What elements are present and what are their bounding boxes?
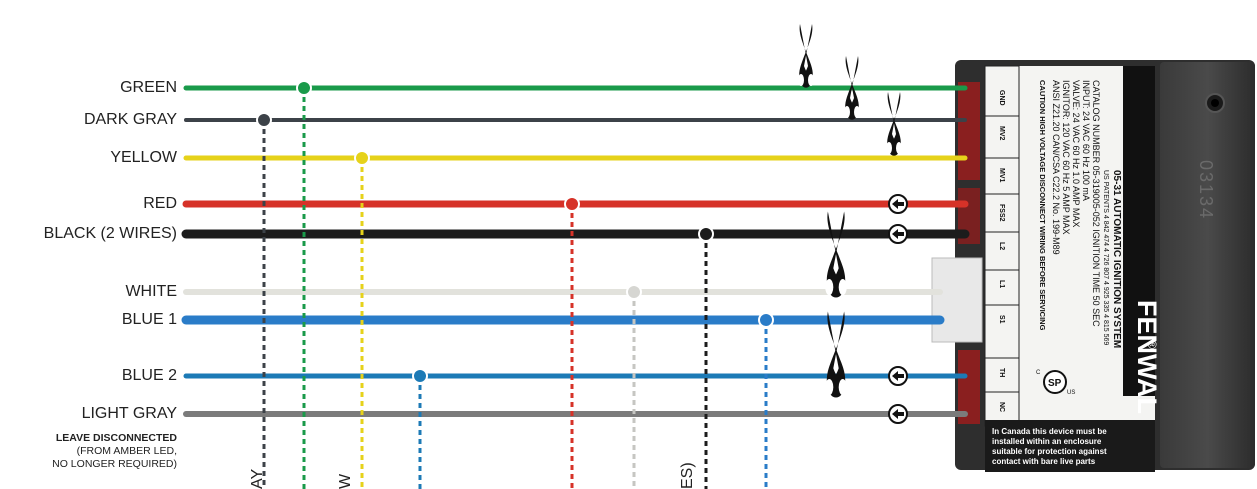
connect-arrow-icon (888, 194, 908, 214)
scissors-cut-icon (825, 211, 847, 298)
note-title: LEAVE DISCONNECTED (55, 432, 177, 444)
marker-dot-blue-2 (412, 368, 428, 384)
wire-label-dark-gray: DARK GRAY (83, 111, 177, 128)
cert-c-text: C (1036, 370, 1041, 376)
canada-line-4: contact with bare live parts (992, 457, 1096, 466)
marker-dot-black (698, 226, 714, 242)
model-text: 05-31 AUTOMATIC IGNITION SYSTEM (1111, 170, 1122, 348)
ignitor-text: IGNITOR: 120 VAC 60 Hz 5 AMP MAX (1061, 80, 1071, 235)
black-cut-label: ES) (679, 462, 696, 489)
connect-arrow-icon (888, 366, 908, 386)
wire-label-blue-2: BLUE 2 (121, 367, 177, 384)
canada-line-2: installed within an enclosure (992, 437, 1102, 446)
terminal-label-mv2: MV2 (998, 126, 1005, 141)
module-label: FENWAL ® 05-31 AUTOMATIC IGNITION SYSTEM… (985, 80, 1216, 472)
registered-mark: ® (1145, 340, 1159, 349)
terminal-label-l2: L2 (998, 242, 1005, 250)
canada-notice: In Canada this device must be installed … (985, 420, 1155, 472)
terminal-label-th: TH (998, 368, 1005, 377)
yellow-cut-label: W (337, 473, 354, 489)
dark-gray-cut-label: AY (249, 469, 266, 489)
cert-text: SP (1048, 378, 1062, 389)
terminal-label-gnd: GND (998, 90, 1005, 106)
connect-arrow-icon (888, 404, 908, 424)
terminal-label-s1: S1 (998, 315, 1005, 324)
canada-line-1: In Canada this device must be (992, 427, 1107, 436)
catalog-text: CATALOG NUMBER 05-319005-052 IGNITION TI… (1091, 80, 1101, 327)
scissors-cut-icon (798, 24, 814, 88)
terminal-label-fss2: FSS2 (998, 204, 1005, 222)
marker-dot-dark-gray (256, 112, 272, 128)
input-text: INPUT: 24 VAC 60 Hz 100 mA (1081, 80, 1091, 201)
serial-text: 03134 (1196, 160, 1216, 220)
scissors-cut-icon (886, 92, 902, 156)
note-line-2: NO LONGER REQUIRED) (52, 458, 177, 470)
canada-line-3: suitable for protection against (992, 447, 1107, 456)
wire-label-blue-1: BLUE 1 (121, 311, 177, 328)
terminal-label-nc: NC (998, 402, 1005, 412)
marker-dot-blue-1 (758, 312, 774, 328)
marker-dot-red (564, 196, 580, 212)
leave-disconnected-note: LEAVE DISCONNECTED (FROM AMBER LED, NO L… (52, 432, 177, 471)
brand-text: FENWAL (1132, 300, 1162, 414)
wire-label-light-gray: LIGHT GRAY (81, 405, 177, 422)
cert-us-text: US (1067, 390, 1075, 396)
terminal-label-mv1: MV1 (998, 168, 1005, 183)
connect-arrow-icon (888, 224, 908, 244)
wire-label-white: WHITE (125, 283, 177, 300)
marker-dot-yellow (354, 150, 370, 166)
wire-label-yellow: YELLOW (110, 149, 177, 166)
note-line-1: (FROM AMBER LED, (76, 445, 177, 457)
wire-label-green: GREEN (120, 79, 177, 96)
wire-label-red: RED (143, 195, 177, 212)
csa-cert-mark: SP C US (1036, 370, 1075, 396)
terminal-label-l1: L1 (998, 280, 1005, 288)
valve-text: VALVE: 24 VAC 60 Hz 1.0 AMP MAX (1071, 80, 1081, 227)
marker-dot-white (626, 284, 642, 300)
wire-label-black: BLACK (2 WIRES) (43, 225, 177, 242)
ansi-text: ANSI Z21.20 CAN/CSA C22.2 No. 199-M89 (1051, 80, 1061, 255)
patents-text: US PATENTS 4 842 474 4 726 807 4 925 335… (1102, 170, 1109, 345)
caution-text: CAUTION HIGH VOLTAGE DISCONNECT WIRING B… (1038, 80, 1047, 331)
marker-dot-green (296, 80, 312, 96)
